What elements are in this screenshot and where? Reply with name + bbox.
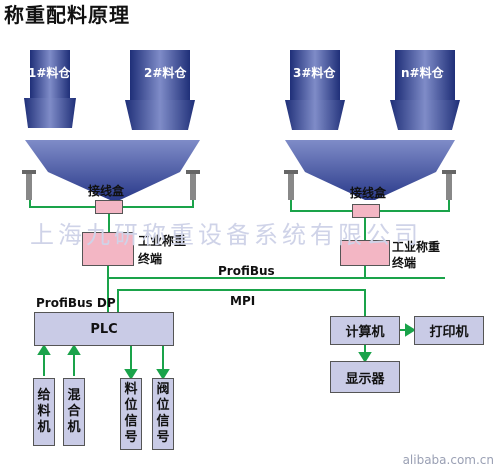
terminal-label-left-2: 终端 (138, 252, 163, 266)
silo-3-label: 3#料仓 (293, 66, 336, 80)
junction-box-label-left: 接线盒 (88, 184, 125, 198)
mpi-label: MPI (230, 294, 256, 308)
silo-n (390, 50, 460, 130)
silo-1-label: 1#料仓 (28, 66, 71, 80)
silo-2 (125, 50, 195, 130)
valve-signal-box: 阀 位 信 号 (152, 378, 174, 450)
watermark: 上海九研称重设备系统有限公司 (30, 221, 422, 249)
silo-n-label: n#料仓 (401, 66, 444, 80)
weighing-terminal-left (82, 232, 134, 266)
junction-box-right (352, 204, 380, 218)
hopper-right (284, 140, 456, 200)
valve-char-1: 阀 (156, 382, 170, 397)
level-char-1: 料 (124, 382, 138, 397)
plc-box: PLC (34, 312, 174, 346)
terminal-label-left-1: 工业称重 (138, 234, 187, 248)
feeder-char-1: 给 (37, 388, 51, 403)
source-credit: alibaba.com.cn (402, 453, 494, 467)
valve-char-3: 信 (156, 414, 170, 429)
display-box: 显示器 (330, 361, 400, 393)
feeder-box: 给 料 机 (33, 378, 55, 446)
level-signal-box: 料 位 信 号 (120, 378, 142, 450)
output-arrows (37, 323, 416, 380)
level-char-3: 信 (124, 414, 138, 429)
mixer-char-3: 机 (67, 420, 81, 435)
mixer-char-2: 合 (67, 404, 81, 419)
page-title: 称重配料原理 (4, 3, 130, 27)
mixer-char-1: 混 (67, 388, 81, 403)
junction-box-label-right: 接线盒 (350, 186, 387, 200)
mixer-box: 混 合 机 (63, 378, 85, 446)
feeder-char-3: 机 (37, 420, 51, 435)
silo-2-label: 2#料仓 (144, 66, 187, 80)
level-char-4: 号 (124, 430, 138, 445)
valve-char-2: 位 (156, 398, 170, 413)
profibus-label: ProfiBus (218, 264, 275, 278)
junction-box-left (95, 200, 123, 214)
hopper-left (22, 140, 200, 200)
silo-1 (24, 50, 76, 128)
terminal-label-right-1: 工业称重 (392, 240, 441, 254)
wiring (29, 200, 450, 316)
valve-char-4: 号 (156, 430, 170, 445)
computer-box: 计算机 (330, 316, 400, 345)
profibus-dp-label: ProfiBus DP (36, 296, 116, 310)
silo-3 (285, 50, 345, 130)
level-char-2: 位 (124, 398, 138, 413)
printer-box: 打印机 (414, 316, 484, 345)
feeder-char-2: 料 (37, 404, 51, 419)
terminal-label-right-2: 终端 (392, 256, 417, 270)
weighing-terminal-right (340, 240, 390, 266)
